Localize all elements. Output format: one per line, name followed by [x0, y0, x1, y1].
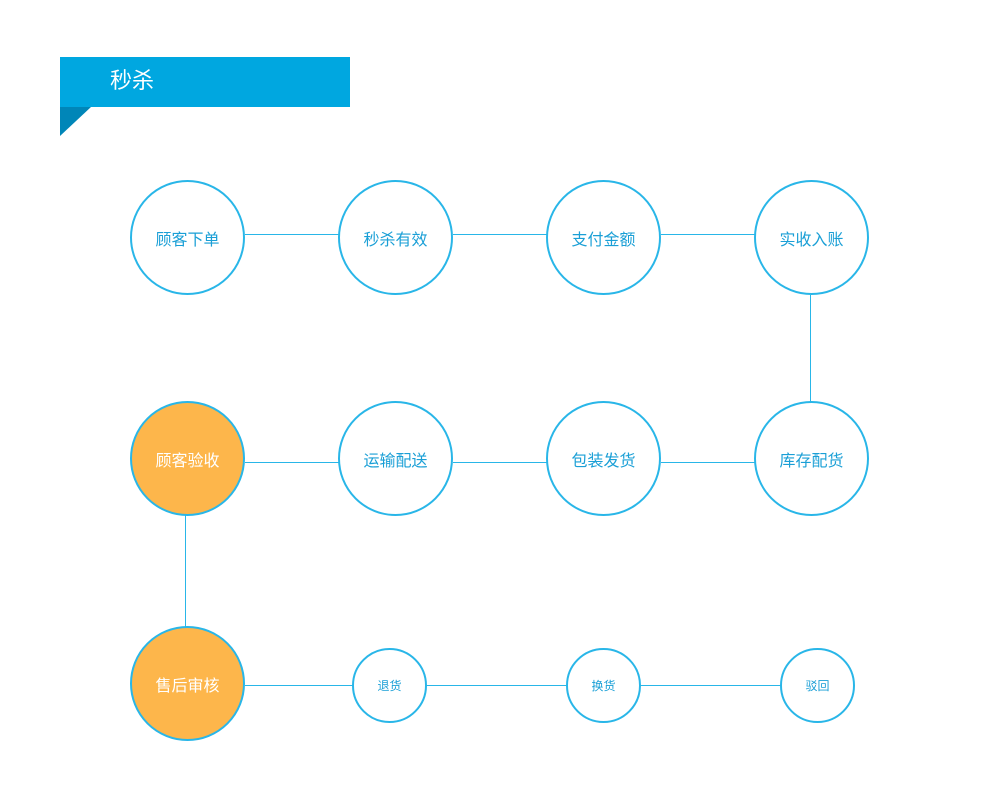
flow-node-received-posted: 实收入账	[754, 180, 869, 295]
flow-node-exchange: 换货	[566, 648, 641, 723]
connector-line	[245, 234, 340, 235]
flow-node-packing-shipment: 包装发货	[546, 401, 661, 516]
connector-line	[245, 462, 340, 463]
node-label: 顾客下单	[155, 229, 220, 249]
connector-line	[810, 295, 811, 403]
node-label: 秒杀有效	[363, 229, 428, 249]
node-label: 运输配送	[363, 450, 428, 470]
connector-line	[453, 462, 548, 463]
node-label: 实收入账	[779, 229, 844, 249]
connector-line	[640, 685, 783, 686]
connector-line	[661, 462, 756, 463]
node-label: 售后审核	[155, 675, 220, 695]
flow-node-flash-sale-valid: 秒杀有效	[338, 180, 453, 295]
node-label: 驳回	[805, 679, 830, 693]
flow-node-inventory-allocation: 库存配货	[754, 401, 869, 516]
node-label: 换货	[591, 679, 616, 693]
node-label: 退货	[377, 679, 402, 693]
node-label: 顾客验收	[155, 450, 220, 470]
flow-node-after-sales-review: 售后审核	[130, 626, 245, 741]
ribbon-fold	[60, 107, 91, 136]
flow-node-reject: 驳回	[780, 648, 855, 723]
connector-line	[185, 515, 186, 628]
flow-node-shipping-delivery: 运输配送	[338, 401, 453, 516]
flow-node-customer-order: 顾客下单	[130, 180, 245, 295]
flow-node-payment-amount: 支付金额	[546, 180, 661, 295]
title-ribbon	[60, 57, 350, 107]
node-label: 包装发货	[571, 450, 636, 470]
node-label: 支付金额	[571, 229, 636, 249]
connector-line	[453, 234, 548, 235]
connector-line	[245, 685, 354, 686]
node-label: 库存配货	[779, 450, 844, 470]
flow-node-customer-acceptance: 顾客验收	[130, 401, 245, 516]
connector-line	[426, 685, 569, 686]
connector-line	[661, 234, 756, 235]
flow-node-return: 退货	[352, 648, 427, 723]
page-title: 秒杀	[110, 69, 155, 94]
